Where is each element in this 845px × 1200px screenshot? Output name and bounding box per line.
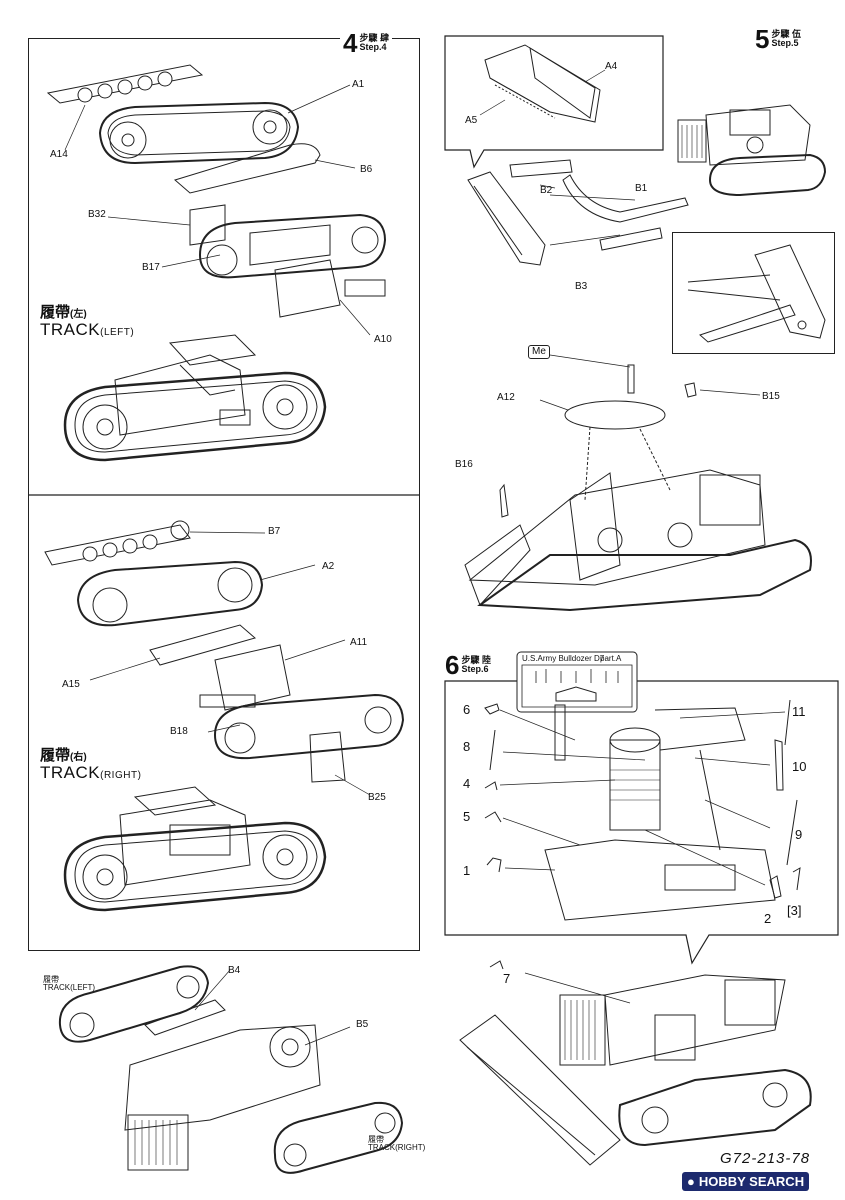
part-B15: B15	[762, 391, 780, 402]
track-left-title: 履帶(左) TRACK(LEFT)	[40, 305, 134, 339]
hobby-search-watermark: ● HOBBY SEARCH	[682, 1172, 810, 1191]
step5-main-assembly	[460, 355, 830, 620]
pe-number-4: 4	[463, 776, 471, 791]
pe-number-3: [3]	[787, 903, 802, 918]
step5-en: Step.5	[771, 38, 799, 48]
page-code: G72-213-78	[720, 1150, 811, 1167]
part-A1: A1	[352, 79, 365, 90]
step6-final-bulldozer	[455, 955, 825, 1170]
step6-engine-closeup	[485, 700, 830, 930]
part-B32: B32	[88, 209, 106, 220]
final-assembly-drawing	[50, 955, 410, 1185]
step6-speech-frame	[444, 680, 839, 970]
part-B7: B7	[268, 526, 281, 537]
step5-inset-drawing	[680, 240, 830, 348]
track-left-en-side: (LEFT)	[100, 326, 135, 338]
pe-number-1: 1	[463, 863, 471, 878]
part-Me: Me	[528, 345, 550, 359]
track-right-en: TRACK	[40, 762, 101, 782]
step5-speech-frame	[444, 35, 664, 170]
part-B4: B4	[228, 965, 241, 976]
step6-en: Step.6	[461, 664, 489, 674]
pe-number-8: 8	[463, 739, 471, 754]
hobby-search-logo-icon: ●	[687, 1174, 695, 1189]
pe-fret-sheet	[516, 651, 638, 713]
pe-number-6: 6	[463, 702, 471, 717]
track-right-title: 履帶(右) TRACK(RIGHT)	[40, 748, 141, 782]
pe-number-2: 2	[764, 911, 772, 926]
track-left-cn: 履帶	[40, 304, 71, 321]
part-A15: A15	[62, 679, 80, 690]
step5-blade-arms	[460, 150, 690, 270]
pe-number-5: 5	[463, 809, 471, 824]
step5-badge: 5 步驟 伍 Step.5	[752, 26, 804, 52]
step4-divider	[28, 494, 420, 496]
part-A11: A11	[350, 637, 368, 648]
part-B2: B2	[540, 185, 553, 196]
final-track-left-en-side: (LEFT)	[70, 983, 96, 993]
step5-blade-parts	[455, 40, 615, 140]
final-track-left-cn: 履帶	[43, 975, 59, 984]
step6-badge: 6 步驟 陸 Step.6	[442, 652, 494, 678]
step4-badge: 4 步驟 肆 Step.4	[340, 30, 392, 56]
step6-number: 6	[445, 650, 460, 680]
part-A4: A4	[605, 61, 618, 72]
step4-exploded-left-track	[40, 55, 400, 340]
part-B3: B3	[575, 281, 588, 292]
track-left-en: TRACK	[40, 319, 101, 339]
step4-exploded-right-track	[40, 510, 410, 795]
part-B25: B25	[368, 792, 386, 803]
part-B5: B5	[356, 1019, 369, 1030]
part-A10: A10	[374, 334, 392, 345]
step5-inset-frame	[672, 232, 835, 354]
pe-number-10: 10	[792, 759, 807, 774]
part-B18: B18	[170, 726, 188, 737]
pe-number-7: 7	[503, 971, 511, 986]
step5-number: 5	[755, 24, 770, 54]
track-right-cn-side: (右)	[70, 752, 87, 763]
final-track-left-title: 履帶 TRACK(LEFT)	[43, 975, 96, 993]
final-track-right-title: 履帶 TRACK(RIGHT)	[368, 1135, 426, 1153]
final-track-right-en-side: (RIGHT)	[395, 1143, 426, 1153]
part-A2: A2	[322, 561, 335, 572]
step5-cn: 步驟 伍	[771, 28, 801, 39]
track-right-cn: 履帶	[40, 747, 71, 764]
part-B1: B1	[635, 183, 648, 194]
part-A5: A5	[465, 115, 478, 126]
part-A14: A14	[50, 149, 68, 160]
hobby-search-text: HOBBY SEARCH	[698, 1174, 805, 1189]
pe-number-9: 9	[795, 827, 803, 842]
step6-cn: 步驟 陸	[461, 654, 491, 665]
track-left-assembled	[60, 335, 335, 470]
step4-cn: 步驟 肆	[359, 32, 389, 43]
part-B16: B16	[455, 459, 473, 470]
pe-sheet-title: U.S.Army Bulldozer D7	[522, 654, 605, 663]
step4-number: 4	[343, 28, 358, 58]
step4-en: Step.4	[359, 42, 387, 52]
pe-number-11: 11	[792, 704, 806, 719]
part-B17: B17	[142, 262, 160, 273]
pe-sheet-part: part.A	[600, 654, 622, 663]
track-right-en-side: (RIGHT)	[100, 769, 142, 781]
step5-bulldozer-body	[660, 100, 830, 200]
part-B6: B6	[360, 164, 373, 175]
final-track-right-en: TRACK	[368, 1143, 396, 1153]
final-track-right-cn: 履帶	[368, 1135, 384, 1144]
track-left-cn-side: (左)	[70, 309, 87, 320]
track-right-assembled	[60, 775, 335, 925]
part-A12: A12	[497, 392, 515, 403]
final-track-left-en: TRACK	[43, 983, 71, 993]
